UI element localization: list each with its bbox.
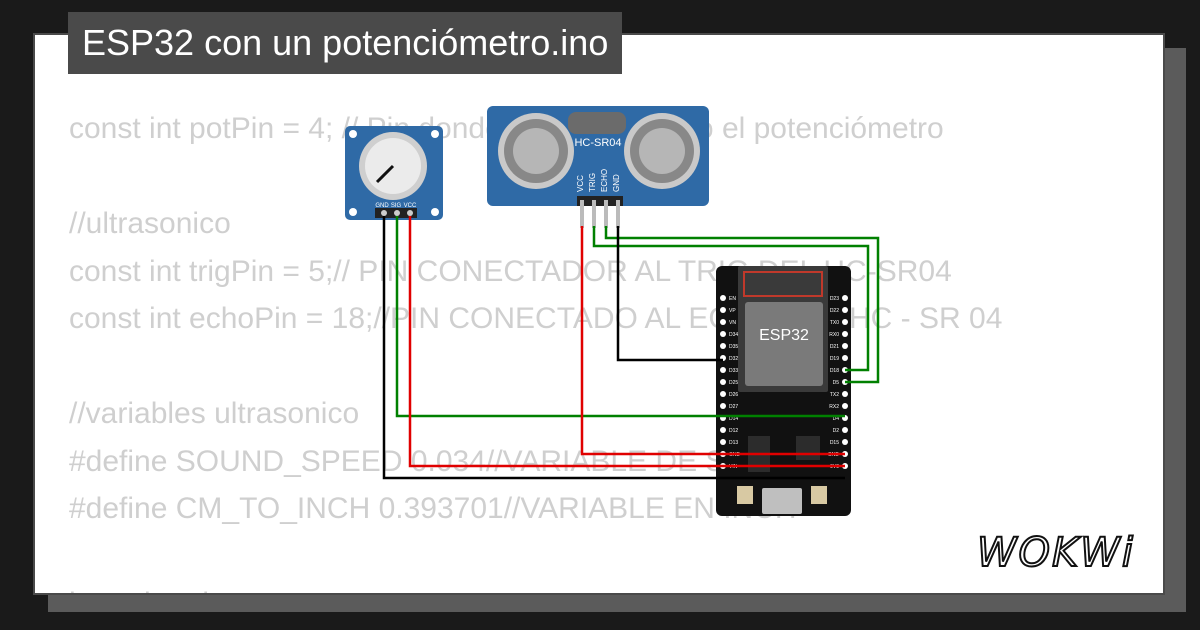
ultrasonic-pin-trig: TRIG <box>588 173 597 192</box>
wokwi-logo: WOKWi <box>976 529 1135 577</box>
esp32-pin-label: D34 <box>729 332 738 338</box>
pot-pin-gnd: GND <box>375 203 389 209</box>
wires <box>382 216 880 480</box>
esp32-pin-label: RX0 <box>829 332 839 338</box>
code-line: const int trigPin = 5;// PIN CONECTADOR … <box>69 254 952 288</box>
esp32-left-pin-labels: ENVPVND34D35D32D33D25D26D27D14D12D13GNDV… <box>729 296 741 470</box>
wire-pot-gnd <box>382 216 845 480</box>
esp32-pin-label: D2 <box>833 428 840 434</box>
ultrasonic-pin-vcc: VCC <box>576 175 585 192</box>
esp32-pin-label: D26 <box>729 392 738 398</box>
pot-pin-vcc: VCC <box>404 203 417 209</box>
wire-us-vcc <box>580 226 845 456</box>
esp32-pin-label: D15 <box>830 440 839 446</box>
project-title: ESP32 con un potenciómetro.ino <box>68 12 623 74</box>
ultrasonic-label: HC-SR04 <box>574 137 621 149</box>
pot-pin-sig: SIG <box>391 203 402 209</box>
wire-pot-vcc <box>408 216 845 468</box>
esp32-pin-label: D12 <box>729 428 738 434</box>
esp32-pin-label: D27 <box>729 404 738 410</box>
ultrasonic-sensor[interactable]: HC-SR04 VCC TRIG ECHO GND <box>487 106 709 228</box>
esp32-pin-label: D18 <box>830 368 839 374</box>
esp32-pin-label: D32 <box>729 356 738 362</box>
esp32-pin-label: D35 <box>729 344 738 350</box>
esp32-pin-label: D19 <box>830 356 839 362</box>
code-background: const int potPin = 4; // Pin donde está … <box>69 105 1002 593</box>
esp32-pin-label: EN <box>729 296 736 302</box>
wire-us-echo <box>604 226 880 384</box>
wire-us-gnd <box>616 226 723 362</box>
esp32-pin-label: TX0 <box>830 320 839 326</box>
esp32-pin-label: VN <box>729 320 736 326</box>
esp32-pin-label: D22 <box>830 308 839 314</box>
esp32-label: ESP32 <box>759 327 809 344</box>
code-line: //variables ultrasonico <box>69 397 360 430</box>
esp32-pin-label: D23 <box>830 296 839 302</box>
esp32-pin-label: D14 <box>729 416 738 422</box>
esp32-pin-label: D25 <box>729 380 738 386</box>
esp32-pin-label: D4 <box>833 416 840 422</box>
wire-pot-sig <box>395 216 845 418</box>
wire-us-trig <box>592 226 870 372</box>
code-line: //ultrasonico <box>69 207 231 240</box>
esp32-pin-label: D21 <box>830 344 839 350</box>
esp32-pin-label: VP <box>729 308 736 314</box>
potentiometer[interactable]: GND SIG VCC <box>345 126 443 220</box>
esp32-left-pins <box>720 295 726 469</box>
ultrasonic-pin-gnd: GND <box>612 174 621 192</box>
esp32-pin-label: RX2 <box>829 404 839 410</box>
code-line: long duration; <box>69 580 1002 593</box>
svg-text:WOKWi: WOKWi <box>977 530 1135 576</box>
esp32-right-pins <box>842 295 848 469</box>
esp32-pin-label: TX2 <box>830 392 839 398</box>
esp32-pin-label: D13 <box>729 440 738 446</box>
ultrasonic-pin-echo: ECHO <box>600 169 609 192</box>
esp32-pin-label: D33 <box>729 368 738 374</box>
esp32-pin-label: D5 <box>833 380 840 386</box>
